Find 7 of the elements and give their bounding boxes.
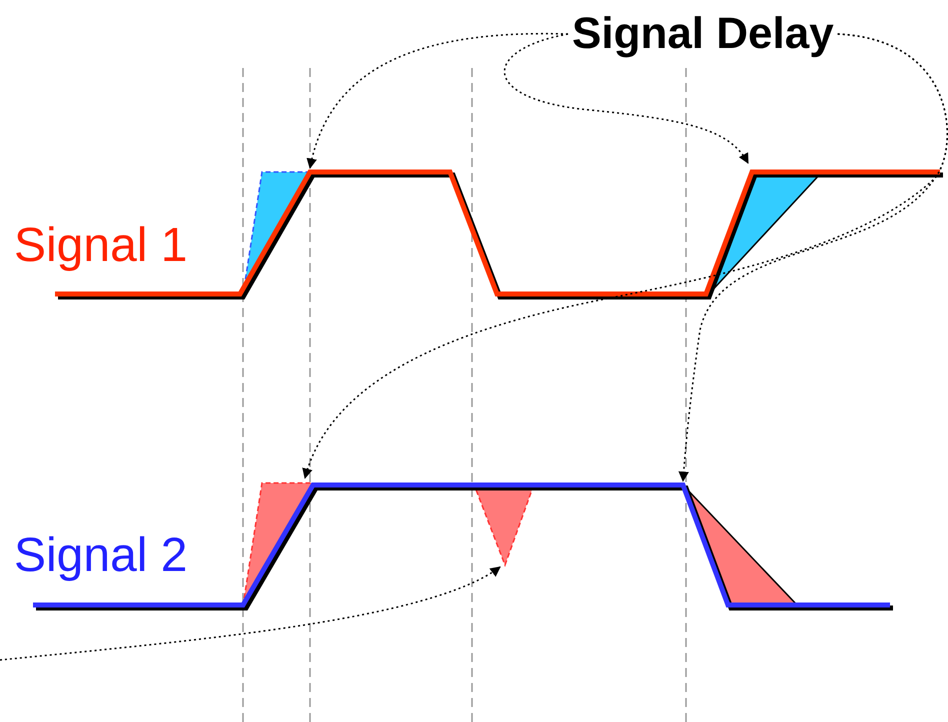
leader-line [0, 566, 501, 661]
leader-line [678, 33, 948, 482]
callout-title: Signal Delay [572, 12, 834, 56]
signal-label: Signal 1 [14, 222, 188, 270]
leader-line [307, 32, 568, 170]
leader-line [504, 33, 749, 164]
signal-label: Signal 2 [14, 532, 188, 580]
